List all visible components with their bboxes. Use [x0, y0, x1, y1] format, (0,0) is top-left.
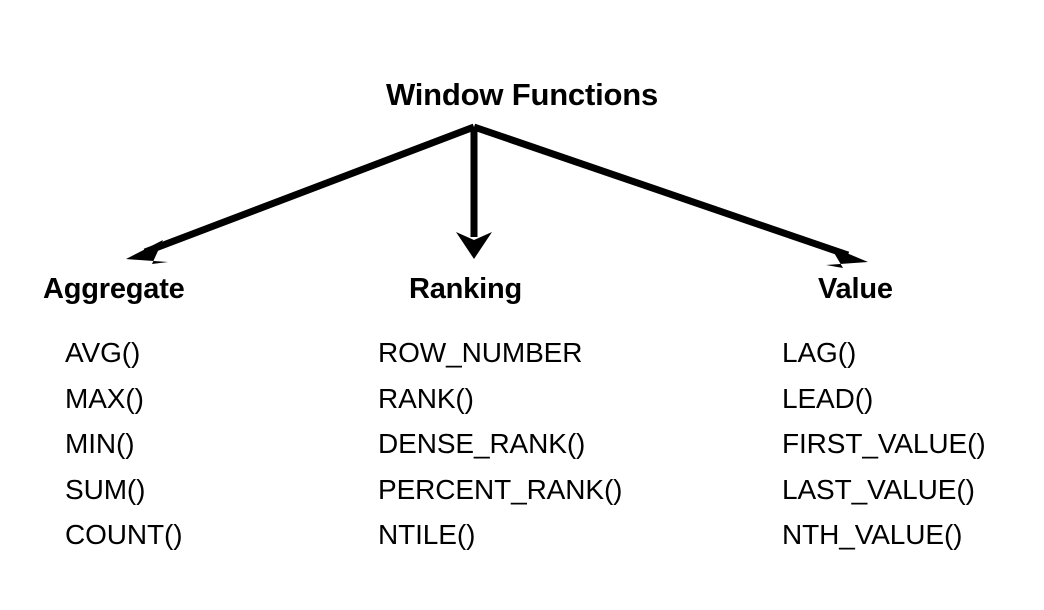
function-list-value: LAG() LEAD() FIRST_VALUE() LAST_VALUE() … [782, 330, 986, 558]
list-item: AVG() [65, 337, 141, 368]
branch-ranking: Ranking ROW_NUMBER RANK() DENSE_RANK() P… [378, 272, 623, 558]
page-title: Window Functions [385, 77, 659, 112]
branch-header-ranking: Ranking [409, 273, 522, 305]
list-item: RANK() [378, 382, 474, 414]
arrow-to-ranking-icon [456, 127, 492, 259]
list-item: MAX() [65, 382, 144, 414]
branch-header-value: Value [818, 273, 893, 305]
list-item: NTILE() [378, 519, 476, 550]
list-item: LAG() [782, 337, 857, 368]
function-list-aggregate: AVG() MAX() MIN() SUM() COUNT() [65, 330, 185, 558]
list-item: NTH_VALUE() [782, 519, 963, 550]
branch-aggregate: Aggregate AVG() MAX() MIN() SUM() COUNT(… [43, 272, 185, 558]
branch-header-aggregate: Aggregate [43, 273, 185, 305]
arrow-to-value-icon [472, 123, 868, 268]
list-item: LAST_VALUE() [782, 473, 975, 505]
list-item: LEAD() [782, 382, 874, 414]
function-list-ranking: ROW_NUMBER RANK() DENSE_RANK() PERCENT_R… [378, 330, 623, 558]
list-item: FIRST_VALUE() [782, 428, 986, 459]
arrow-to-aggregate-icon [126, 123, 476, 264]
list-item: COUNT() [65, 519, 183, 550]
list-item: MIN() [65, 428, 135, 459]
list-item: DENSE_RANK() [378, 428, 586, 459]
branch-value: Value LAG() LEAD() FIRST_VALUE() LAST_VA… [782, 272, 986, 558]
list-item: PERCENT_RANK() [378, 473, 623, 505]
list-item: SUM() [65, 473, 146, 505]
list-item: ROW_NUMBER [378, 337, 583, 368]
